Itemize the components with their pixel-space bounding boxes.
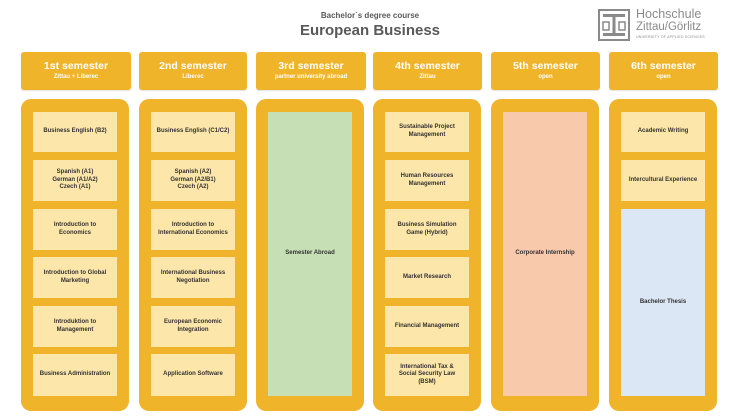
semester-header-2: 2nd semester Liberec (139, 52, 247, 90)
semester-header-3: 3rd semester partner university abroad (256, 52, 366, 90)
semester-header-6: 6th semester open (609, 52, 718, 90)
semester-column-4: Sustainable Project Management Human Res… (373, 99, 481, 411)
semester-column-1: Business English (B2) Spanish (A1) Germa… (21, 99, 129, 411)
page-title: European Business (299, 22, 441, 39)
module-box: Business Simulation Game (Hybrid) (385, 209, 469, 250)
header: Bachelor`s degree course European Busine… (0, 0, 740, 48)
university-logo[interactable]: Hochschule Zittau/Görlitz UNIVERSITY OF … (598, 8, 738, 46)
module-box: International Tax & Social Security Law … (385, 354, 469, 396)
module-box: Spanish (A1) German (A1/A2) Czech (A1) (33, 160, 117, 201)
module-box: Sustainable Project Management (385, 112, 469, 152)
module-box: Intercultural Experience (621, 160, 705, 201)
semester-name: 1st semester (43, 60, 109, 72)
module-box: Introduction to Global Marketing (33, 257, 117, 298)
semester-location: Zittau + Liberec (53, 74, 99, 80)
semester-abroad-box: Semester Abroad (268, 112, 352, 396)
page-subtitle: Bachelor`s degree course (320, 11, 420, 20)
module-box: European Economic Integration (151, 306, 235, 347)
logo-name: Hochschule (636, 7, 702, 21)
semester-column-6: Academic Writing Intercultural Experienc… (609, 99, 717, 411)
semester-location: open (656, 74, 671, 80)
semester-location: Zittau (419, 74, 436, 80)
semester-header-4: 4th semester Zittau (373, 52, 482, 90)
semester-name: 3rd semester (278, 60, 344, 72)
module-box: Market Research (385, 257, 469, 298)
semester-name: 2nd semester (159, 60, 227, 72)
module-box: Business Administration (33, 354, 117, 396)
module-box: Spanish (A2) German (A2/B1) Czech (A2) (151, 160, 235, 201)
logo-location: Zittau/Görlitz (636, 21, 702, 33)
semester-location: open (538, 74, 553, 80)
module-box: Human Resources Management (385, 160, 469, 201)
module-box: Financial Management (385, 306, 469, 347)
semester-column-2: Business English (C1/C2) Spanish (A2) Ge… (139, 99, 247, 411)
semester-name: 5th semester (513, 60, 578, 72)
bachelor-thesis-box: Bachelor Thesis (621, 209, 705, 396)
module-box: Introduction to Economics (33, 209, 117, 250)
module-box: Application Software (151, 354, 235, 396)
semester-column-3: Semester Abroad (256, 99, 364, 411)
module-box: Introduction to International Economics (151, 209, 235, 250)
module-box: Academic Writing (621, 112, 705, 152)
logo-tagline: UNIVERSITY OF APPLIED SCIENCES (636, 35, 705, 39)
module-box: Introduktion to Management (33, 306, 117, 347)
semester-location: Liberec (182, 74, 204, 80)
semester-name: 6th semester (631, 60, 696, 72)
internship-box: Corporate Internship (503, 112, 587, 396)
module-box: Business English (B2) (33, 112, 117, 152)
semester-location: partner university abroad (274, 74, 348, 80)
semester-header-5: 5th semester open (491, 52, 600, 90)
semester-column-5: Corporate Internship (491, 99, 599, 411)
university-emblem-icon (598, 9, 630, 41)
semester-header-1: 1st semester Zittau + Liberec (21, 52, 131, 90)
module-box: International Business Negotiation (151, 257, 235, 298)
module-box: Business English (C1/C2) (151, 112, 235, 152)
semester-name: 4th semester (395, 60, 460, 72)
